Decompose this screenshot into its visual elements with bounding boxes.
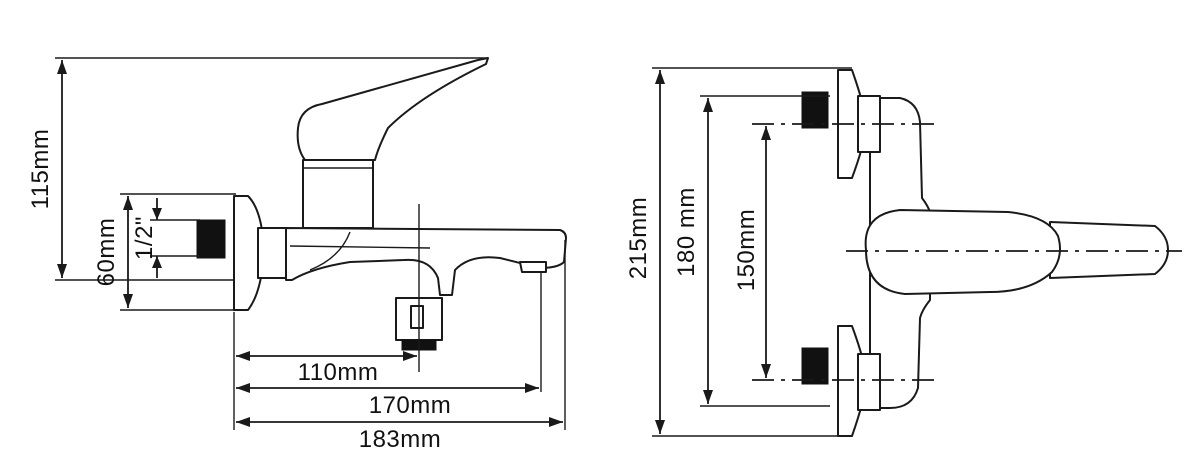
inner-dim-arrow-bottom (761, 364, 771, 378)
length-dim-arrow-left (236, 417, 250, 427)
bottom-nut (857, 353, 881, 411)
thread-dim-arrow-top (152, 208, 162, 220)
inner-dim-arrow-top (761, 126, 771, 140)
cartridge-column (302, 159, 374, 229)
inner-dim-label: 150mm (733, 209, 760, 292)
spout-body-line (289, 245, 431, 249)
lever-handle (296, 57, 489, 161)
overall-dim-arrow-bottom (655, 420, 665, 434)
spout-b-dim-label: 170mm (369, 392, 452, 419)
spout-a-dim-arrow-left (236, 351, 250, 361)
conn-dim-label: 60mm (93, 218, 120, 287)
centers-dim-arrow-top (703, 98, 713, 112)
thread-dim-label: 1/2" (131, 216, 158, 260)
diverter-window (410, 305, 424, 329)
bottom-connector (801, 347, 829, 385)
top-connector (801, 91, 829, 129)
thread-connector (196, 219, 226, 259)
height-dim-arrow-bottom (57, 264, 67, 278)
spout-tip (519, 261, 547, 273)
centers-dim-arrow-bottom (703, 390, 713, 404)
front-lever-handle (1049, 221, 1169, 279)
thread-dim-arrow-bottom (152, 256, 162, 268)
spout-b-dim-arrow-right (525, 383, 539, 393)
conn-dim-arrow-top (123, 196, 133, 210)
overall-dim-label: 215mm (625, 197, 652, 280)
spout-b-dim-arrow-left (236, 383, 250, 393)
conn-dim-arrow-bottom (123, 294, 133, 308)
length-dim-arrow-right (549, 417, 563, 427)
front-handle-body (864, 209, 1061, 295)
mixer-body (285, 227, 567, 296)
side-view: 115mm 60mm 1/2" 110mm 170mm 183mm (27, 57, 567, 453)
height-dim-arrow-top (57, 60, 67, 74)
height-dim-label: 115mm (27, 129, 54, 210)
overall-dim-arrow-top (655, 70, 665, 84)
spout-a-dim-label: 110mm (298, 359, 379, 386)
front-view: 215mm 180 mm 150mm (625, 67, 1182, 437)
centers-dim-label: 180 mm (673, 187, 700, 277)
spout-curve (309, 231, 351, 271)
spout-a-dim-arrow-right (403, 351, 417, 361)
connector-nut (257, 227, 287, 279)
length-dim-label: 183mm (359, 426, 442, 453)
